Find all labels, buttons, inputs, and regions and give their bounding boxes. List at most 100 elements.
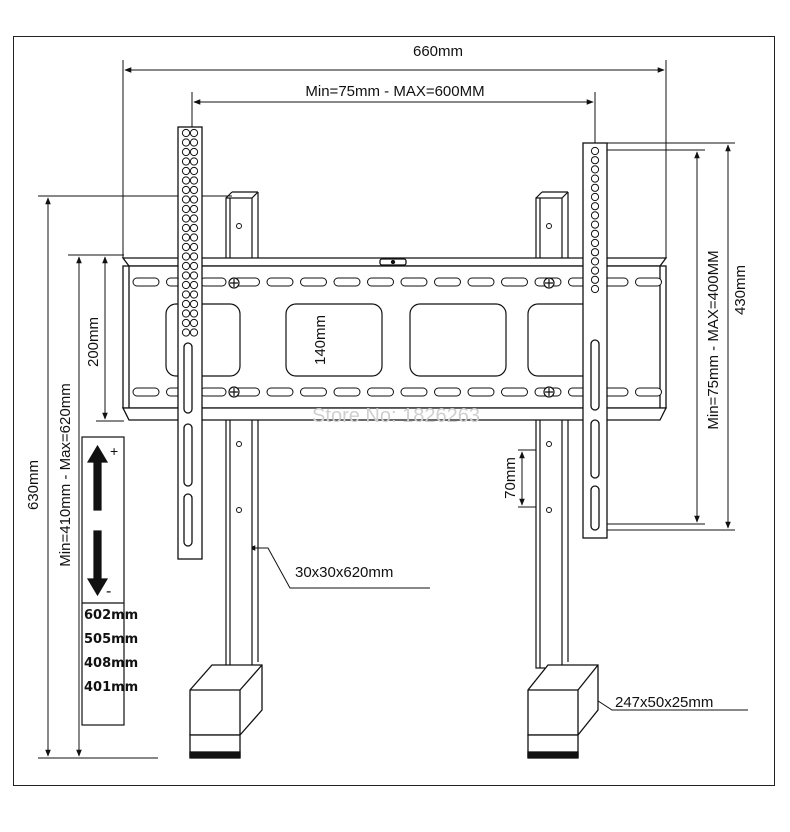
arm-hole: [189, 195, 199, 204]
arm-hole: [189, 223, 199, 233]
plate-slot: [333, 277, 361, 287]
gauge-minus: -: [106, 583, 111, 600]
gauge-height-3: 408mm: [84, 656, 138, 671]
plate-slot: [199, 277, 227, 287]
arm-hole: [189, 138, 199, 147]
pole-hole: [236, 223, 242, 229]
gauge-plus: +: [110, 443, 118, 459]
pole-size-label: 30x30x620mm: [295, 564, 393, 581]
diagram-frame: [13, 36, 775, 786]
plate-slot: [132, 387, 160, 397]
arm-hole: [189, 242, 199, 252]
arm-hole: [181, 242, 191, 252]
plate-slot: [400, 277, 428, 287]
hole-spacing-label: 70mm: [502, 457, 519, 499]
plate-slot: [400, 387, 428, 397]
arm-hole: [590, 156, 600, 165]
plate-slot: [367, 277, 394, 287]
plate-slot: [266, 277, 294, 287]
arm-hole: [590, 211, 600, 220]
plate-slot: [467, 277, 495, 287]
plate-slot: [434, 387, 461, 397]
pole-hole: [546, 441, 552, 447]
arm-hole: [590, 202, 600, 211]
arm-hole: [181, 166, 191, 176]
arm-hole: [181, 290, 191, 299]
arm-hole: [181, 271, 191, 280]
arm-hole: [189, 318, 199, 328]
plate-slot: [333, 387, 361, 397]
arm-hole: [181, 204, 191, 214]
arm-hole: [181, 138, 191, 147]
base-size-label: 247x50x25mm: [615, 694, 713, 711]
right-vesa-arm: [582, 142, 608, 539]
arm-height-label: 430mm: [732, 265, 749, 315]
arm-hole: [189, 128, 199, 138]
arm-hole: [181, 309, 191, 318]
vesa-vertical-label: Min=75mm - MAX=400MM: [705, 250, 722, 429]
arm-hole: [181, 261, 191, 271]
arm-hole: [590, 229, 600, 238]
arm-hole: [189, 328, 199, 337]
plate-slot: [635, 387, 662, 397]
arm-hole: [590, 165, 600, 174]
arm-hole: [181, 195, 191, 204]
arm-hole: [189, 157, 199, 166]
arm-hole: [590, 192, 600, 202]
plate-slot: [300, 277, 327, 287]
plate-slot: [367, 387, 394, 397]
arm-hole: [189, 214, 199, 223]
arm-hole: [189, 147, 199, 157]
adjust-range-label: Min=410mm - Max=620mm: [57, 383, 74, 566]
arm-hole: [189, 271, 199, 280]
arm-hole: [189, 176, 199, 185]
arm-hole: [181, 214, 191, 223]
arm-hole: [590, 238, 600, 248]
arm-hole: [590, 266, 600, 275]
arm-hole: [189, 309, 199, 318]
left-vesa-arm: [177, 126, 203, 560]
arm-hole: [590, 220, 600, 229]
arm-hole: [181, 185, 191, 195]
overall-width-label: 660mm: [413, 43, 463, 60]
vesa-arm-holes: [181, 128, 600, 337]
arm-hole: [181, 233, 191, 242]
pole-hole: [546, 223, 552, 229]
plate-slot: [132, 277, 160, 287]
left-foot: [189, 664, 263, 759]
arm-hole: [181, 157, 191, 166]
arm-hole: [189, 290, 199, 299]
arm-hole: [181, 299, 191, 309]
height-gauge: [81, 436, 125, 726]
plate-slot: [501, 387, 528, 397]
pole-hole: [546, 507, 552, 513]
plate-slot: [635, 277, 662, 287]
plate-slot: [300, 387, 327, 397]
arm-hole: [590, 174, 600, 183]
gauge-height-4: 401mm: [84, 680, 138, 695]
arm-hole: [590, 275, 600, 284]
pole-hole: [236, 507, 242, 513]
right-foot: [527, 664, 599, 759]
arm-hole: [189, 252, 199, 261]
plate-slot: [266, 387, 294, 397]
arm-hole: [181, 280, 191, 290]
plate-screws: [228, 277, 555, 398]
plate-height-label: 200mm: [85, 317, 102, 367]
arm-hole: [189, 261, 199, 271]
plate-slot: [467, 387, 495, 397]
arm-hole: [590, 248, 600, 257]
gauge-height-1: 602mm: [84, 608, 138, 623]
arm-hole: [590, 257, 600, 266]
arm-hole: [181, 147, 191, 157]
arm-hole: [189, 280, 199, 290]
arm-hole: [181, 328, 191, 337]
arm-hole: [181, 252, 191, 261]
arm-hole: [189, 185, 199, 195]
pole-hole: [236, 441, 242, 447]
arm-hole: [181, 176, 191, 185]
watermark: Store No: 1826263: [312, 405, 480, 427]
slot-height-label: 140mm: [312, 315, 329, 365]
arm-hole: [590, 183, 600, 192]
